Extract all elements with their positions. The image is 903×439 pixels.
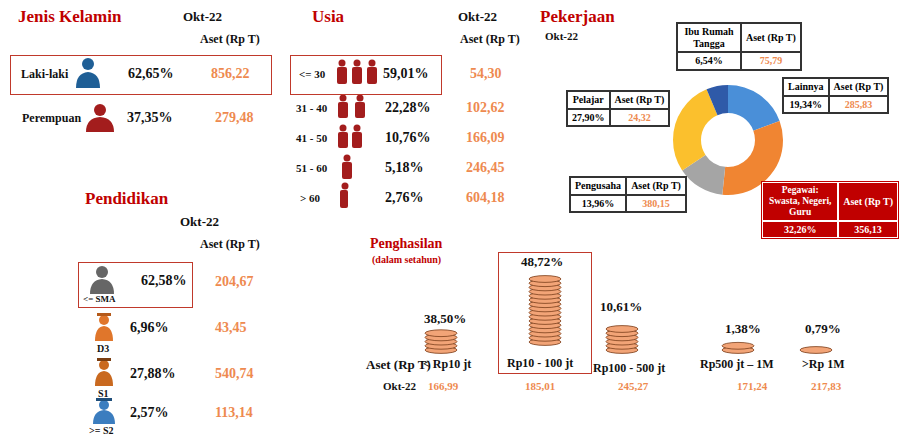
chart-label: S1 (98, 388, 109, 399)
table-cell: Pelajar (567, 91, 610, 109)
chart-label: (dalam setahun) (372, 254, 441, 265)
row-text: 856,22 (211, 66, 250, 81)
row-text: 62,58% (141, 273, 187, 288)
coin-stacks (425, 276, 832, 354)
table-cell: 6,54% (677, 52, 741, 70)
chart-label: 31 - 40 (296, 102, 327, 114)
chart-label: 171,24 (737, 380, 767, 392)
chart-label: 2,57% (130, 405, 169, 420)
chart-label: Penghasilan (370, 236, 442, 251)
chart-label: Okt-22 (383, 380, 416, 392)
chart-label: Okt-22 (183, 10, 222, 24)
table-cell: Aset (Rp T) (829, 78, 889, 96)
table-cell: Aset (Rp T) (610, 91, 670, 109)
table-cell: Pengusaha (570, 177, 626, 195)
highlight-box: 48,72% Rp10 - 100 jt (498, 252, 592, 374)
chart-label: 166,09 (466, 130, 505, 145)
table-cell: Ibu Rumah Tangga (677, 23, 741, 52)
chart-label: 246,45 (466, 160, 505, 175)
table-cell: 13,96% (570, 195, 626, 213)
row-text: 48,72% (521, 255, 563, 269)
table-cell: Lainnya (783, 78, 829, 96)
chart-label: Okt-22 (545, 30, 578, 42)
chart-label: Perempuan (22, 112, 81, 125)
row-text: 62,65% (128, 66, 174, 81)
chart-label: Aset (Rp T) (200, 33, 260, 46)
table-cell: 24,32 (610, 109, 670, 127)
row-text: <= SMA (83, 295, 116, 305)
chart-label: Jenis Kelamin (18, 8, 121, 27)
highlight-box: <= SMA 62,58% (78, 262, 193, 308)
age-icons (337, 60, 377, 209)
chart-label: Aset (Rp T) (366, 358, 431, 372)
chart-label: D3 (97, 343, 109, 354)
table-cell: 380,15 (626, 195, 686, 213)
table-cell: 27,90% (567, 109, 610, 127)
chart-label: Rp500 jt – 1M (700, 358, 774, 371)
chart-label: 5,18% (385, 160, 424, 175)
chart-label: 10,61% (600, 300, 642, 314)
chart-label: 51 - 60 (296, 162, 327, 174)
chart-label: 38,50% (424, 312, 466, 326)
chart-label: 217,83 (811, 380, 841, 392)
chart-label: Pekerjaan (540, 8, 615, 27)
chart-label: Usia (312, 8, 344, 27)
highlight-box: Laki-laki 62,65% 856,22 (10, 55, 272, 95)
chart-label: 54,30 (470, 66, 502, 81)
chart-label: 27,88% (130, 366, 176, 381)
row-text: 59,01% (383, 66, 429, 81)
chart-label: 604,18 (466, 190, 505, 205)
table-cell: 75,79 (741, 52, 801, 70)
chart-label: 204,67 (215, 274, 254, 289)
table-cell: Aset (Rp T) (741, 23, 801, 52)
chart-label: 540,74 (215, 366, 254, 381)
table-cell: Pegawai: Swasta, Negeri, Guru (762, 182, 838, 221)
table-cell: Aset (Rp T) (838, 182, 898, 221)
chart-label: Aset (Rp T) (460, 33, 520, 46)
highlight-box: <= 30 59,01% (290, 55, 442, 95)
chart-label: Okt-22 (180, 215, 219, 229)
table-cell: 356,13 (838, 221, 898, 239)
chart-label: Pendidikan (85, 190, 168, 209)
chart-label: > 60 (300, 192, 320, 204)
female-icon (86, 104, 114, 132)
chart-label: 279,48 (215, 110, 254, 125)
education-icons (90, 266, 115, 424)
chart-label: 113,14 (215, 405, 253, 420)
table-cell: 19,34% (783, 96, 829, 114)
chart-label: 185,01 (525, 380, 555, 392)
row-text: <= 30 (299, 68, 325, 80)
table-box: PengusahaAset (Rp T)13,96%380,15 (569, 176, 687, 213)
row-text: Rp10 - 100 jt (507, 357, 573, 370)
chart-label: 166,99 (428, 380, 458, 392)
table-cell: 32,26% (762, 221, 838, 239)
chart-label: Aset (Rp T) (200, 238, 260, 251)
chart-label: 10,76% (385, 130, 431, 145)
chart-label: 1,38% (725, 322, 761, 336)
chart-label: Okt-22 (458, 10, 497, 24)
male-icon (76, 58, 100, 88)
row-text: Laki-laki (21, 68, 68, 81)
chart-label: >Rp 1M (802, 358, 845, 371)
chart-label: 6,96% (130, 320, 169, 335)
donut-chart (687, 99, 769, 181)
chart-label: 245,27 (618, 380, 648, 392)
table-box: Pegawai: Swasta, Negeri, GuruAset (Rp T)… (761, 181, 899, 239)
chart-label: 22,28% (385, 100, 431, 115)
table-cell: Aset (Rp T) (626, 177, 686, 195)
chart-label: >= S2 (89, 425, 113, 436)
table-box: PelajarAset (Rp T)27,90%24,32 (566, 90, 670, 127)
chart-label: 102,62 (466, 100, 505, 115)
chart-label: 41 - 50 (296, 132, 327, 144)
table-box: Ibu Rumah TanggaAset (Rp T)6,54%75,79 (676, 22, 802, 71)
chart-label: 2,76% (385, 190, 424, 205)
table-cell: 285,83 (829, 96, 889, 114)
table-box: LainnyaAset (Rp T)19,34%285,83 (782, 77, 889, 114)
chart-label: Rp100 - 500 jt (593, 362, 665, 375)
chart-label: 37,35% (127, 110, 173, 125)
chart-label: 0,79% (805, 322, 841, 336)
chart-label: 43,45 (215, 320, 247, 335)
